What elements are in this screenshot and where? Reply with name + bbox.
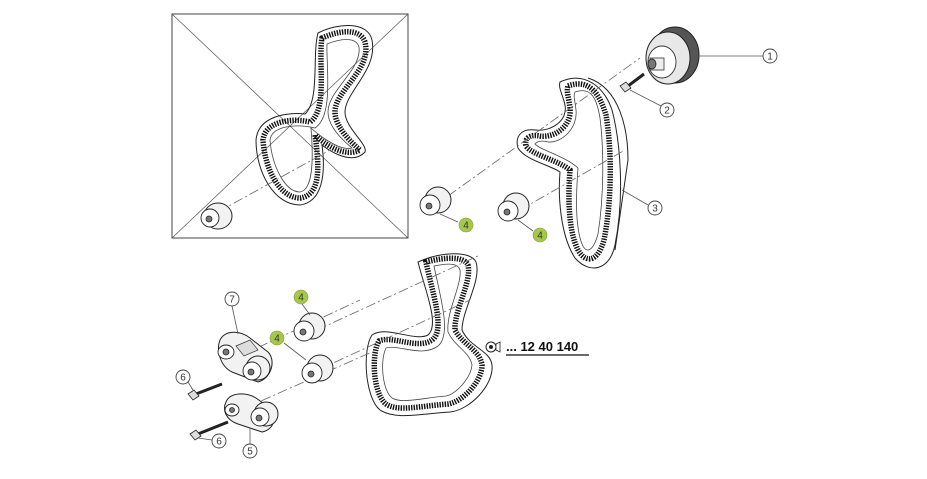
callout-4b: 4 [532,227,548,243]
svg-text:1: 1 [767,52,773,63]
inset-axis-line [217,149,331,213]
idler-pulley-lower-lower [301,354,334,384]
camera-lens-icon [485,341,501,353]
svg-text:7: 7 [229,295,235,306]
leader-2 [629,89,662,107]
axis-line-mid [519,149,626,211]
svg-text:4: 4 [463,221,469,232]
reference-number: ... 12 40 140 [506,339,578,354]
leader-4c [301,303,311,316]
crankshaft-pulley [645,26,700,85]
svg-text:3: 3 [652,204,658,215]
svg-text:5: 5 [247,447,253,458]
idler-pulley-upper-right [497,192,530,222]
leader-3 [621,189,649,206]
idler-pulley-upper-left [419,186,452,216]
svg-text:4: 4 [298,293,304,304]
main-drive-belt [516,77,629,269]
inset-view [171,13,409,239]
svg-text:4: 4 [537,231,543,242]
axis-line-lower-1 [316,254,481,331]
callout-3: 3 [647,200,663,216]
callout-7: 7 [224,291,240,307]
leader-7 [231,305,239,335]
leader-4a [439,213,459,223]
idler-pulley-lower-upper [293,312,326,342]
callout-6b: 6 [211,433,227,449]
svg-text:6: 6 [216,437,222,448]
axis-line-lower-4 [244,351,373,409]
inset-idler-pulley [200,202,233,230]
leader-6b [197,437,213,441]
tensioner-bolt-lower [189,420,229,441]
callout-1: 1 [762,48,778,64]
callout-4c: 4 [293,289,309,305]
axis-line-lower-3 [241,299,361,356]
axis-line-lower-2 [317,299,471,371]
leader-6a [187,381,194,391]
callout-4d: 4 [269,330,285,346]
tensioner-bolt-upper [187,382,223,401]
belt-tensioner-upper [217,331,273,383]
leader-4d [283,342,307,361]
callout-6a: 6 [175,369,191,385]
svg-text:2: 2 [664,106,670,117]
leader-4b [517,219,534,232]
callout-4a: 4 [458,217,474,233]
accessory-belt [365,253,493,417]
axis-line-top [447,57,641,197]
callout-5: 5 [242,443,258,459]
callout-2: 2 [659,102,675,118]
svg-text:4: 4 [274,334,280,345]
belt-tensioner-lower [224,393,279,433]
inset-belt [255,24,374,206]
pulley-bolt [619,72,645,93]
svg-text:6: 6 [180,373,186,384]
reference-marker[interactable]: ... 12 40 140 [485,339,589,356]
